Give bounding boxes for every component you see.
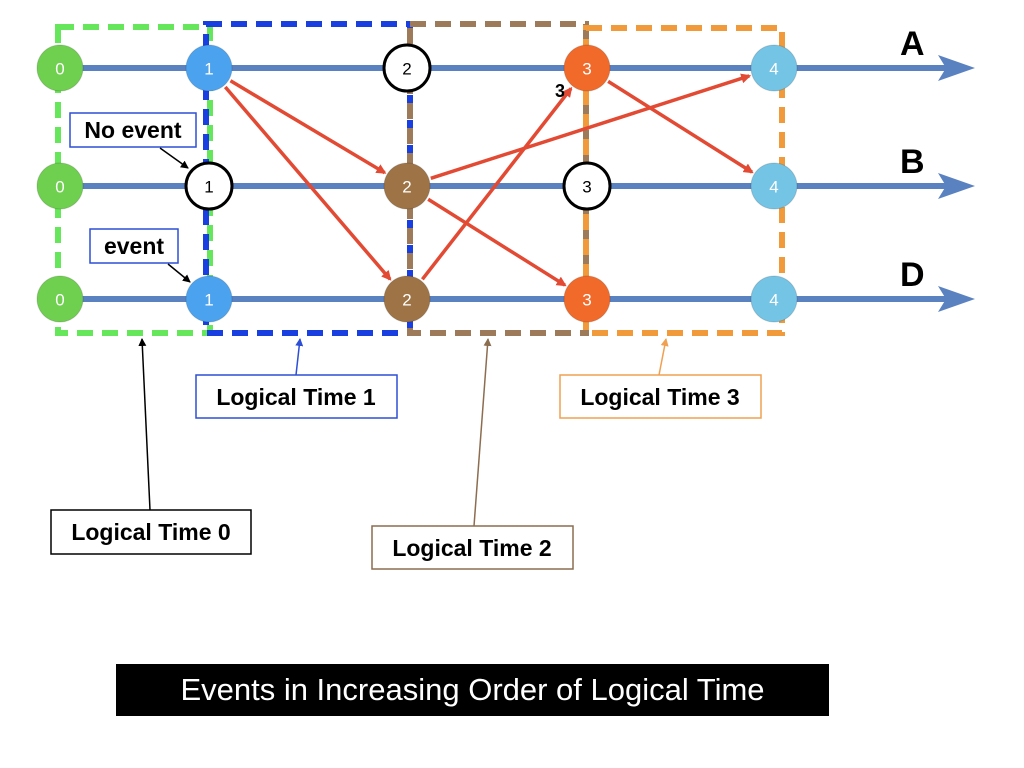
lane-D-label: D: [900, 256, 925, 294]
event-node-circle: [36, 162, 84, 210]
event-node-circle: [383, 275, 431, 323]
event-node-value: 0: [55, 291, 64, 310]
event-node-circle: [36, 44, 84, 92]
event-node-value: 1: [204, 60, 213, 79]
event-node-A-1: 1: [185, 44, 233, 92]
lane-D-arrowhead: [938, 286, 975, 312]
event-node-circle: [383, 162, 431, 210]
event-node-B-2: 2: [383, 162, 431, 210]
event-node-value: 2: [402, 178, 411, 197]
lane-A-label: A: [900, 25, 925, 63]
event-node-A-2: 2: [382, 43, 432, 93]
event-node-value: 4: [769, 60, 778, 79]
event-node-value: 0: [55, 60, 64, 79]
event-node-value: 2: [402, 60, 411, 79]
event-node-circle: [750, 44, 798, 92]
event-node-B-3: 3: [562, 161, 612, 211]
event-node-D-1: 1: [185, 275, 233, 323]
event-node-circle: [562, 161, 612, 211]
event-node-D-0: 0: [36, 275, 84, 323]
message-arrow-D2-to-A3: [420, 86, 573, 281]
event-node-circle: [36, 275, 84, 323]
event-label: event: [104, 233, 164, 259]
event-node-B-4: 4: [750, 162, 798, 210]
logical-time-2-label-group: Logical Time 2: [371, 338, 574, 570]
event-node-A-4: 4: [750, 44, 798, 92]
lane-A-arrowhead: [938, 55, 975, 81]
event-node-A-0: 0: [36, 44, 84, 92]
event-node-D-4: 4: [750, 275, 798, 323]
event-node-circle: [563, 275, 611, 323]
no-event-callout: No event: [69, 112, 197, 169]
lane-B-arrowhead: [938, 173, 975, 199]
logical-time-3-label: Logical Time 3: [580, 384, 739, 410]
event-node-value: 4: [769, 178, 778, 197]
event-node-value: 3: [582, 60, 591, 79]
event-node-value: 2: [402, 291, 411, 310]
event-node-D-3: 3: [563, 275, 611, 323]
logical-time-2-label: Logical Time 2: [392, 535, 551, 561]
event-node-circle: [750, 162, 798, 210]
event-node-circle: [185, 44, 233, 92]
event-node-value: 0: [55, 178, 64, 197]
logical-time-1-label: Logical Time 1: [216, 384, 376, 410]
event-node-B-1: 1: [184, 161, 234, 211]
stray-mark: 3: [555, 81, 565, 101]
logical-time-1-label-group: Logical Time 1: [195, 338, 398, 419]
message-arrow-A1-to-D2: [223, 85, 392, 281]
event-node-circle: [382, 43, 432, 93]
message-arrow-B2-to-A4: [430, 73, 752, 181]
lane-B-label: B: [900, 143, 925, 181]
event-node-circle: [185, 275, 233, 323]
event-node-A-3: 3: [563, 44, 611, 92]
logical-time-3-label-group: Logical Time 3: [559, 338, 762, 419]
event-node-value: 3: [582, 291, 591, 310]
event-node-D-2: 2: [383, 275, 431, 323]
event-node-value: 4: [769, 291, 778, 310]
event-node-value: 3: [582, 178, 591, 197]
caption: Events in Increasing Order of Logical Ti…: [116, 664, 829, 716]
event-nodes: 0 1 2 3 4 0 1 2 3 4 0 1 2 3 4: [36, 43, 798, 323]
logical-time-0-label: Logical Time 0: [71, 519, 230, 545]
event-node-circle: [563, 44, 611, 92]
event-callout: event: [89, 228, 191, 283]
event-node-circle: [184, 161, 234, 211]
message-arrows: [223, 73, 754, 287]
event-node-value: 1: [204, 291, 213, 310]
no-event-label: No event: [84, 117, 181, 143]
message-arrow-B2-to-D3: [427, 197, 567, 287]
event-node-B-0: 0: [36, 162, 84, 210]
message-arrow-A3-to-B4: [607, 79, 754, 174]
event-node-circle: [750, 275, 798, 323]
logical-time-0-label-group: Logical Time 0: [50, 338, 252, 555]
event-node-value: 1: [204, 178, 213, 197]
message-arrow-A1-to-B2: [229, 79, 387, 175]
